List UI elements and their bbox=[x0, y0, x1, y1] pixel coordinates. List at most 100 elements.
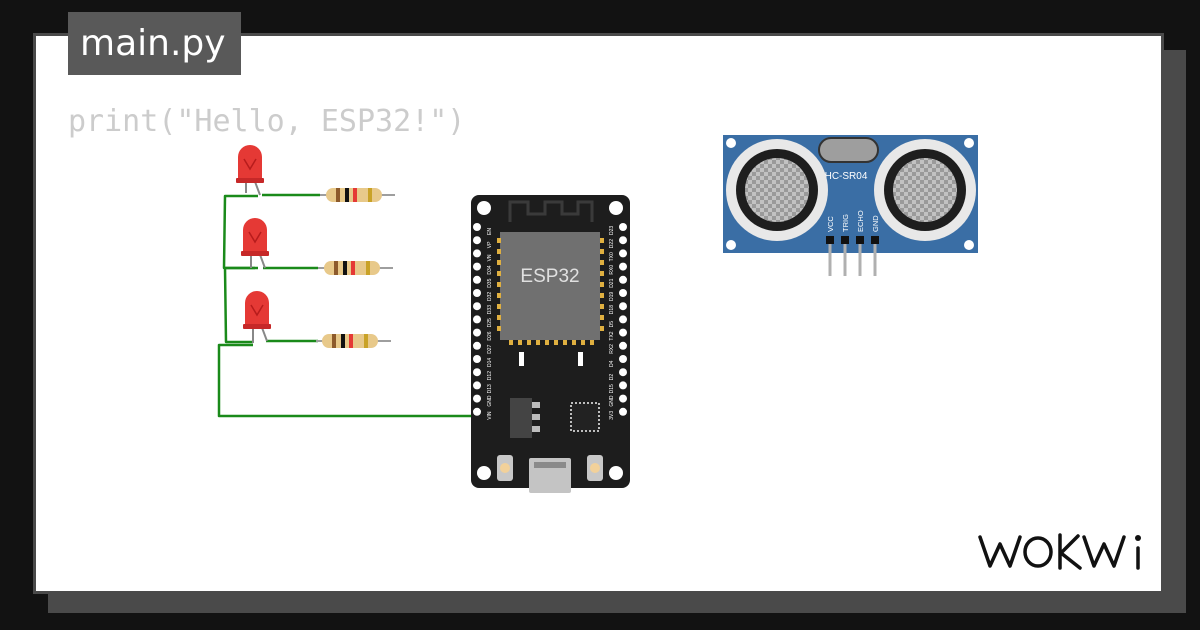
transducer-right bbox=[874, 139, 976, 241]
header-pin-d4[interactable] bbox=[619, 355, 627, 363]
module-pad bbox=[600, 249, 604, 254]
transducer-left bbox=[726, 139, 828, 241]
sensor-label: HC-SR04 bbox=[825, 171, 868, 182]
header-pin-d14[interactable] bbox=[473, 355, 481, 363]
esp32-board[interactable]: ESP32 ENVPVND34D35D32D33D25D26D27D14D12D… bbox=[471, 195, 630, 493]
module-pad bbox=[590, 340, 594, 345]
mounting-hole bbox=[726, 138, 736, 148]
module-pad bbox=[554, 340, 558, 345]
mounting-hole bbox=[609, 466, 623, 480]
header-pin-vn[interactable] bbox=[473, 249, 481, 258]
resistor-2[interactable] bbox=[318, 261, 393, 275]
pin-label: D32 bbox=[487, 292, 493, 301]
module-pad bbox=[497, 260, 501, 265]
en-button[interactable] bbox=[587, 455, 603, 481]
header-pin-d26[interactable] bbox=[473, 328, 481, 337]
header-pin-tx2[interactable] bbox=[619, 328, 627, 337]
sensor-pin-label: ECHO bbox=[856, 210, 865, 232]
module-pad bbox=[518, 340, 522, 345]
pin-label: 3V3 bbox=[609, 411, 615, 420]
pin-labels-right: D23D22TX0RX0D21D19D18D5TX2RX2D4D2D15GND3… bbox=[609, 226, 615, 420]
header-pin-d22[interactable] bbox=[619, 236, 627, 245]
header-pin-rx2[interactable] bbox=[619, 341, 627, 350]
boot-button[interactable] bbox=[497, 455, 513, 481]
pin-label: GND bbox=[487, 395, 493, 407]
module-pad bbox=[581, 340, 585, 345]
led-2[interactable] bbox=[241, 218, 269, 269]
pin-label: D22 bbox=[609, 239, 615, 248]
resistor-3[interactable] bbox=[316, 334, 391, 348]
header-pin-gnd[interactable] bbox=[473, 394, 481, 403]
module-pads bbox=[497, 238, 604, 366]
header-pin-gnd[interactable] bbox=[619, 394, 627, 403]
pin-label: RX2 bbox=[609, 344, 615, 354]
header-pin-vp[interactable] bbox=[473, 236, 481, 245]
module-pad bbox=[536, 340, 540, 345]
header-pin-d33[interactable] bbox=[473, 302, 481, 311]
sensor-pin-vcc[interactable] bbox=[828, 244, 832, 276]
led-3[interactable] bbox=[243, 291, 271, 343]
header-pin-d18[interactable] bbox=[619, 302, 627, 311]
header-pin-d27[interactable] bbox=[473, 341, 481, 350]
resistor-1[interactable] bbox=[320, 188, 395, 202]
header-pin-d5[interactable] bbox=[619, 315, 627, 324]
crystal-oscillator bbox=[818, 137, 879, 163]
header-pin-d19[interactable] bbox=[619, 289, 627, 297]
wire-led2-to-led3[interactable] bbox=[223, 266, 255, 344]
header-pin-d13[interactable] bbox=[473, 381, 481, 390]
led-1[interactable] bbox=[236, 145, 264, 196]
module-pad bbox=[572, 340, 576, 345]
header-pin-3v3[interactable] bbox=[619, 407, 627, 416]
module-pad bbox=[497, 293, 501, 298]
module-pad bbox=[600, 293, 604, 298]
header-pin-d2[interactable] bbox=[619, 368, 627, 377]
module-pad bbox=[600, 282, 604, 287]
wokwi-logo bbox=[978, 533, 1141, 570]
header-pin-d21[interactable] bbox=[619, 275, 627, 284]
module-marker bbox=[578, 352, 583, 366]
module-pad bbox=[497, 271, 501, 276]
mounting-hole bbox=[477, 201, 491, 215]
header-pin-en[interactable] bbox=[473, 223, 481, 231]
header-pin-tx0[interactable] bbox=[619, 249, 627, 258]
sensor-pin-trig[interactable] bbox=[843, 244, 847, 276]
header-pin-d23[interactable] bbox=[619, 223, 627, 231]
header-pin-rx0[interactable] bbox=[619, 262, 627, 271]
pin-label: D14 bbox=[487, 358, 493, 367]
header-pin-vin[interactable] bbox=[473, 407, 481, 416]
pin-label: VN bbox=[487, 254, 493, 261]
esp32-shield bbox=[500, 232, 600, 340]
pin-label: D27 bbox=[487, 344, 493, 353]
file-tab-main-py[interactable]: main.py bbox=[68, 12, 241, 75]
chip-label: ESP32 bbox=[520, 266, 579, 287]
pin-label: GND bbox=[609, 395, 615, 407]
mounting-hole bbox=[726, 240, 736, 250]
pin-label: D13 bbox=[487, 384, 493, 393]
sensor-pin-echo[interactable] bbox=[858, 244, 862, 276]
pin-label: TX2 bbox=[609, 331, 615, 340]
header-pin-d32[interactable] bbox=[473, 289, 481, 297]
pin-label: EN bbox=[487, 228, 493, 235]
antenna-trace bbox=[508, 200, 594, 222]
mounting-hole bbox=[964, 138, 974, 148]
header-pin-d15[interactable] bbox=[619, 381, 627, 390]
header-pin-d34[interactable] bbox=[473, 262, 481, 271]
header-pin-d12[interactable] bbox=[473, 368, 481, 377]
pin-labels-left: ENVPVND34D35D32D33D25D26D27D14D12D13GNDV… bbox=[487, 228, 493, 420]
wire-led3-to-gnd[interactable] bbox=[217, 343, 476, 418]
module-pad bbox=[497, 249, 501, 254]
header-pin-d25[interactable] bbox=[473, 315, 481, 324]
module-pad bbox=[527, 340, 531, 345]
code-line[interactable]: print("Hello, ESP32!") bbox=[68, 104, 466, 139]
pin-label: VIN bbox=[487, 411, 493, 420]
module-pad bbox=[509, 340, 513, 345]
header-pin-d35[interactable] bbox=[473, 275, 481, 284]
sensor-pin-gnd[interactable] bbox=[873, 244, 877, 276]
sensor-pin-label: VCC bbox=[826, 216, 835, 232]
sensor-pin-header bbox=[856, 236, 864, 244]
usb-uart-chip bbox=[570, 402, 600, 432]
pin-label: D12 bbox=[487, 371, 493, 380]
